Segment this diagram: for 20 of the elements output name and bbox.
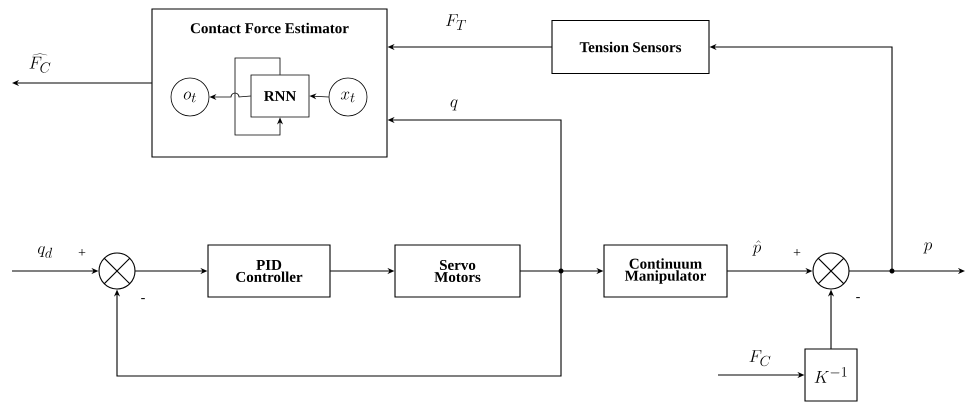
arrow xyxy=(114,270,562,377)
edge-label: $\hat{p}$ xyxy=(752,240,762,256)
block-box: RNN xyxy=(250,74,310,118)
edge-label: $q_d$ xyxy=(38,246,52,258)
summing-junction xyxy=(98,252,136,290)
block-box: Servo Motors xyxy=(394,244,521,298)
block-box: Continuum Manipulator xyxy=(603,244,728,298)
edge-label: $p$ xyxy=(923,242,932,254)
sign-label: - xyxy=(141,298,145,300)
block-box: $K^{-1}$ xyxy=(804,348,858,402)
sign-label: - xyxy=(856,297,860,298)
sign-label: + xyxy=(794,249,800,256)
edge-label: $F_T$ xyxy=(446,14,466,30)
edge-label: $F_C$ xyxy=(750,350,770,366)
edge-label: $q$ xyxy=(450,99,458,110)
sign-label: + xyxy=(78,249,86,256)
summing-junction xyxy=(812,252,850,290)
edge-label: $\widehat{F_C}$ xyxy=(30,53,50,73)
block-box: Tension Sensors xyxy=(551,20,710,74)
block-box: PID Controller xyxy=(207,244,331,298)
